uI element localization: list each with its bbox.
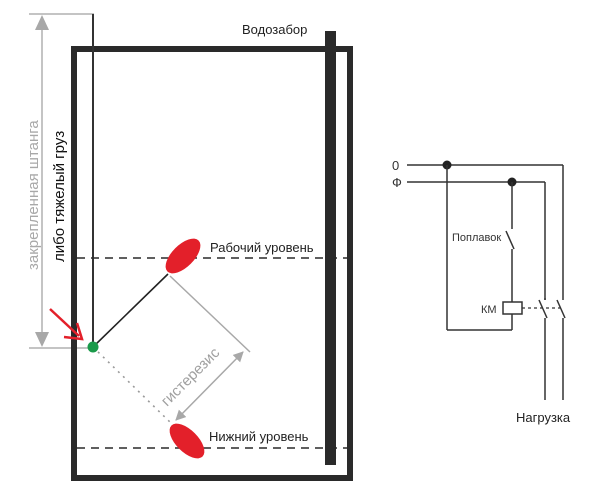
fixed-rod-label: закрепленная штанга [25, 120, 42, 270]
dimension-arrow-down-icon [35, 332, 49, 347]
float-arm-upper [92, 273, 169, 348]
tank-outline [71, 46, 353, 481]
water-intake-pipe [325, 31, 336, 465]
hysteresis-extension [169, 275, 251, 353]
intake-label: Водозабор [242, 22, 307, 37]
neutral-bus-label: 0 [392, 158, 399, 173]
hysteresis-label: гистерезис [158, 344, 224, 410]
contactor-coil [502, 301, 523, 315]
load-label: Нагрузка [516, 410, 571, 425]
dimension-arrow-up-icon [35, 15, 49, 30]
water-tank [71, 46, 353, 481]
float-switch-contact [505, 230, 515, 250]
pivot-point [87, 341, 99, 353]
float-upper [165, 238, 201, 274]
pivot-pointer-arrow-icon [49, 308, 84, 341]
control-circuit: 0 Ф Поплавок КМ Нагрузка [392, 158, 571, 425]
phase-bus-label: Ф [392, 175, 402, 190]
float-arm-lower [92, 346, 173, 425]
working-level-label: Рабочий уровень [210, 240, 314, 255]
float-lower [169, 423, 205, 459]
rod-length-dimension [29, 13, 94, 349]
lower-level-label: Нижний уровень [209, 429, 309, 444]
main-contact-2 [556, 299, 566, 319]
main-contact-1 [538, 299, 548, 319]
heavy-weight-label: либо тяжелый груз [51, 131, 68, 262]
float-switch-label: Поплавок [452, 232, 501, 244]
hysteresis-arrow [175, 351, 244, 421]
contactor-label: КМ [481, 304, 497, 316]
